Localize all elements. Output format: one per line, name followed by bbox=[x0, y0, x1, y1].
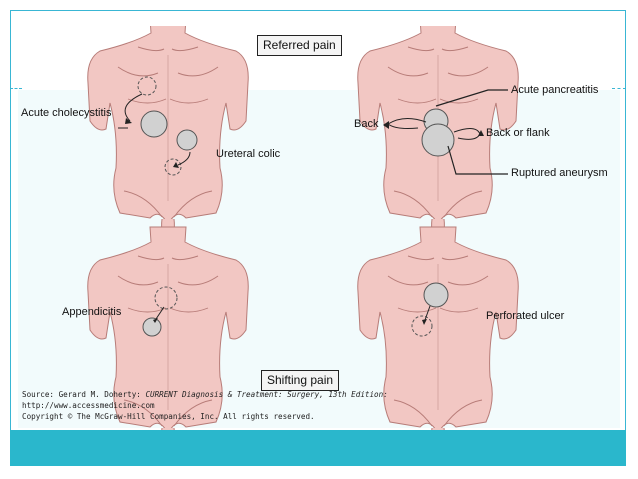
label-perforated-ulcer: Perforated ulcer bbox=[486, 310, 564, 322]
ulcer-region bbox=[424, 283, 448, 307]
referred-pain-title: Referred pain bbox=[257, 35, 342, 56]
bottom-accent-band bbox=[10, 430, 626, 466]
label-acute-pancreatitis: Acute pancreatitis bbox=[511, 84, 598, 96]
shifting-pain-title: Shifting pain bbox=[261, 370, 339, 391]
gallbladder-region bbox=[141, 111, 167, 137]
source-citation: Source: Gerard M. Doherty: CURRENT Diagn… bbox=[22, 389, 582, 422]
label-back: Back bbox=[354, 118, 378, 130]
appendix-region bbox=[143, 318, 161, 336]
source-title: CURRENT Diagnosis & Treatment: Surgery, … bbox=[145, 390, 387, 399]
source-author: Source: Gerard M. Doherty: bbox=[22, 390, 145, 399]
source-line-1: Source: Gerard M. Doherty: CURRENT Diagn… bbox=[22, 389, 582, 400]
label-acute-cholecystitis: Acute cholecystitis bbox=[21, 107, 111, 119]
label-ureteral-colic: Ureteral colic bbox=[216, 148, 280, 160]
source-url: http://www.accessmedicine.com bbox=[22, 400, 582, 411]
copyright-line: Copyright © The McGraw-Hill Companies, I… bbox=[22, 411, 582, 422]
label-appendicitis: Appendicitis bbox=[62, 306, 121, 318]
kidney-region bbox=[177, 130, 197, 150]
torso-referred-left bbox=[88, 26, 249, 237]
label-ruptured-aneurysm: Ruptured aneurysm bbox=[511, 167, 608, 179]
label-back-or-flank: Back or flank bbox=[486, 127, 550, 139]
abdominal-pain-figure: Referred pain Shifting pain Acute cholec… bbox=[18, 26, 620, 430]
